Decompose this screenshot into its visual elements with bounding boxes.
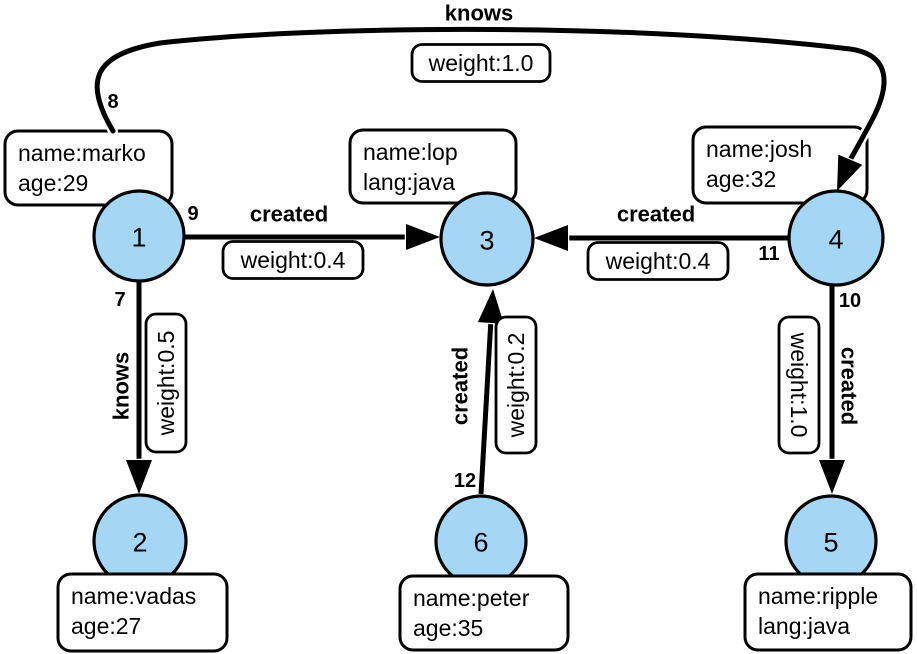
- edge-id-10: 10: [839, 290, 861, 312]
- property-text: age:29: [18, 170, 88, 196]
- property-box-peter: name:peter age:35: [398, 574, 570, 652]
- property-text: name:vadas: [71, 583, 196, 609]
- node-label: 3: [479, 225, 494, 255]
- weight-box-edge-7: weight:0.5: [144, 312, 188, 454]
- edge-id-12: 12: [454, 470, 476, 492]
- property-text: age:35: [413, 615, 483, 641]
- edge-label-knows: knows: [106, 349, 136, 422]
- arrowhead-icon: [817, 458, 847, 498]
- property-text: lang:java: [758, 613, 850, 639]
- weight-text: weight:0.4: [240, 247, 346, 273]
- edge-label-created: created: [834, 344, 864, 427]
- property-box-ripple: name:ripple lang:java: [743, 572, 913, 652]
- edge-11-created: [530, 223, 788, 253]
- property-text: lang:java: [363, 169, 455, 195]
- edge-id-11: 11: [758, 243, 779, 265]
- node-label: 6: [473, 527, 488, 557]
- svg-text:created: created: [836, 347, 861, 425]
- node-6: 6: [434, 494, 528, 588]
- node-label: 1: [131, 222, 146, 252]
- property-box-marko: name:marko age:29: [3, 129, 174, 207]
- node-4: 4: [787, 189, 885, 287]
- arrowhead-icon: [835, 152, 865, 195]
- edge-8-knows: [92, 24, 889, 195]
- property-boxes-top: name:marko age:29 name:lop lang:java name:jo…: [3, 125, 869, 207]
- weight-box-edge-11: weight:0.4: [586, 241, 730, 281]
- weight-box-edge-10: weight:1.0: [777, 315, 821, 455]
- arrowhead-icon: [530, 223, 570, 253]
- property-box-lop: name:lop lang:java: [348, 128, 518, 205]
- edge-10-created: [817, 285, 847, 498]
- svg-text:knows: knows: [445, 1, 513, 26]
- edge-weight-boxes: weight:1.0 weight:0.4 weight:0.4 weight:0.5…: [144, 43, 821, 455]
- weight-text: weight:0.2: [503, 333, 529, 439]
- node-3: 3: [439, 191, 535, 287]
- arrowhead-icon: [475, 285, 506, 326]
- weight-text: weight:0.5: [153, 331, 179, 437]
- edges: [92, 24, 889, 498]
- property-text: name:josh: [706, 136, 812, 162]
- weight-text: weight:1.0: [428, 50, 534, 76]
- edge-label-created: created: [614, 199, 697, 229]
- arrowhead-icon: [124, 458, 154, 498]
- edge-label-knows: knows: [442, 0, 515, 28]
- node-label: 2: [132, 527, 147, 557]
- edge-labels: knows 8 created 9 created 11 knows 7 created 12 cr…: [105, 0, 864, 494]
- weight-text: weight:0.4: [605, 248, 711, 274]
- property-text: age:27: [71, 613, 141, 639]
- weight-text: weight:1.0: [786, 332, 812, 438]
- edge-id-9: 9: [187, 203, 198, 225]
- node-label: 5: [823, 527, 838, 557]
- node-1: 1: [92, 189, 186, 283]
- weight-box-edge-9: weight:0.4: [221, 240, 365, 280]
- weight-box-edge-8: weight:1.0: [410, 43, 552, 83]
- edge-9-created: [184, 222, 444, 252]
- property-boxes-bottom: name:vadas age:27 name:peter age:35 name:rip…: [56, 572, 913, 653]
- property-text: name:lop: [363, 139, 458, 165]
- node-5: 5: [784, 494, 878, 588]
- edge-id-7: 7: [114, 289, 125, 311]
- svg-text:created: created: [448, 347, 473, 425]
- svg-text:created: created: [250, 202, 328, 227]
- property-text: name:peter: [413, 585, 530, 611]
- edge-label-created: created: [445, 344, 475, 427]
- property-box-vadas: name:vadas age:27: [56, 572, 229, 653]
- weight-box-edge-12: weight:0.2: [494, 315, 538, 455]
- node-label: 4: [828, 224, 843, 254]
- property-text: name:marko: [18, 140, 146, 166]
- edge-7-knows: [124, 281, 154, 498]
- property-text: age:32: [706, 166, 776, 192]
- arrowhead-icon: [404, 222, 444, 252]
- edge-label-created: created: [247, 199, 330, 229]
- edge-id-8: 8: [107, 91, 118, 113]
- property-text: name:ripple: [758, 583, 878, 609]
- svg-text:created: created: [617, 202, 695, 227]
- property-box-josh: name:josh age:32: [691, 125, 869, 205]
- edge-12-created: [475, 285, 506, 495]
- svg-text:knows: knows: [109, 352, 134, 420]
